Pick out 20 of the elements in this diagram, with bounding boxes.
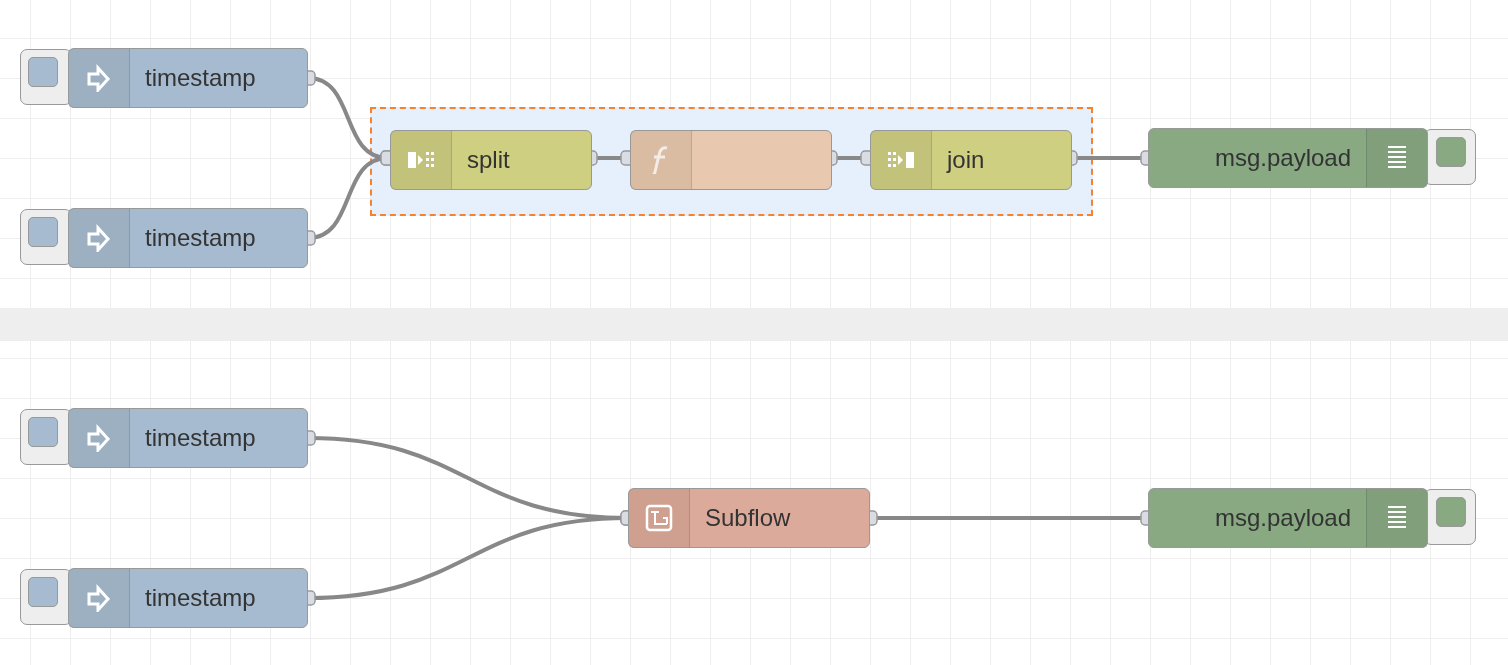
node-label: msg.payload <box>1214 504 1351 532</box>
inject-node <box>68 208 308 268</box>
function-node <box>630 130 832 190</box>
node-label: timestamp <box>145 224 256 252</box>
subflow-node <box>628 488 870 548</box>
split-node <box>390 130 592 190</box>
join-node <box>870 130 1072 190</box>
node-label: timestamp <box>145 584 256 612</box>
inject-node <box>68 408 308 468</box>
node-label: timestamp <box>145 424 256 452</box>
node-label: timestamp <box>145 64 256 92</box>
inject-node <box>68 48 308 108</box>
node-label: join <box>947 146 985 174</box>
node-label: split <box>467 146 510 174</box>
node-label: msg.payload <box>1214 144 1351 172</box>
inject-node <box>68 568 308 628</box>
node-label: Subflow <box>705 504 791 532</box>
debug-node <box>1148 488 1428 548</box>
selection-box <box>370 107 1093 216</box>
debug-node <box>1148 128 1428 188</box>
